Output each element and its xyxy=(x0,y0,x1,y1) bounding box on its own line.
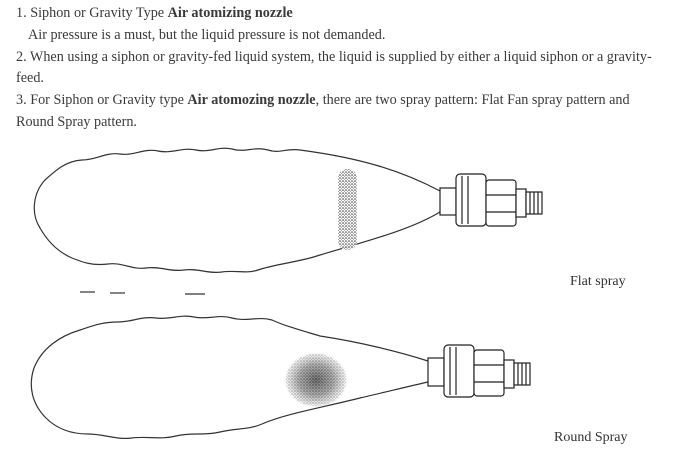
item-2-text: 2. When using a siphon or gravity-fed li… xyxy=(16,48,652,87)
separator-dashes xyxy=(80,291,205,295)
flat-nozzle-icon xyxy=(439,173,543,227)
flat-spray-cloud xyxy=(33,147,441,274)
flat-spray-pattern xyxy=(338,169,357,250)
item-1: 1. Siphon or Gravity Type Air atomizing … xyxy=(16,3,666,25)
item-1-text: 1. Siphon or Gravity Type xyxy=(16,5,168,21)
item-3-bold: Air atomozing nozzle xyxy=(187,92,316,109)
item-1-note: Air pressure is a must, but the liquid p… xyxy=(16,25,666,47)
item-1-note-text: Air pressure is a must, but the liquid p… xyxy=(28,26,386,43)
description-text: 1. Siphon or Gravity Type Air atomizing … xyxy=(16,3,666,134)
round-spray-label: Round Spray xyxy=(554,430,628,445)
flat-spray-label: Flat spray xyxy=(570,274,626,289)
item-1-bold: Air atomizing nozzle xyxy=(167,5,293,21)
round-spray-cloud xyxy=(30,315,429,440)
item-3: 3. For Siphon or Gravity type Air atomoz… xyxy=(16,90,666,134)
round-nozzle-icon xyxy=(427,344,531,398)
item-2: 2. When using a siphon or gravity-fed li… xyxy=(16,47,666,91)
item-3-text: 3. For Siphon or Gravity type xyxy=(16,92,188,109)
item-3-suffix: , there are two spray pattern: Flat Fan … xyxy=(16,92,630,130)
spray-pattern-illustration xyxy=(30,147,543,440)
